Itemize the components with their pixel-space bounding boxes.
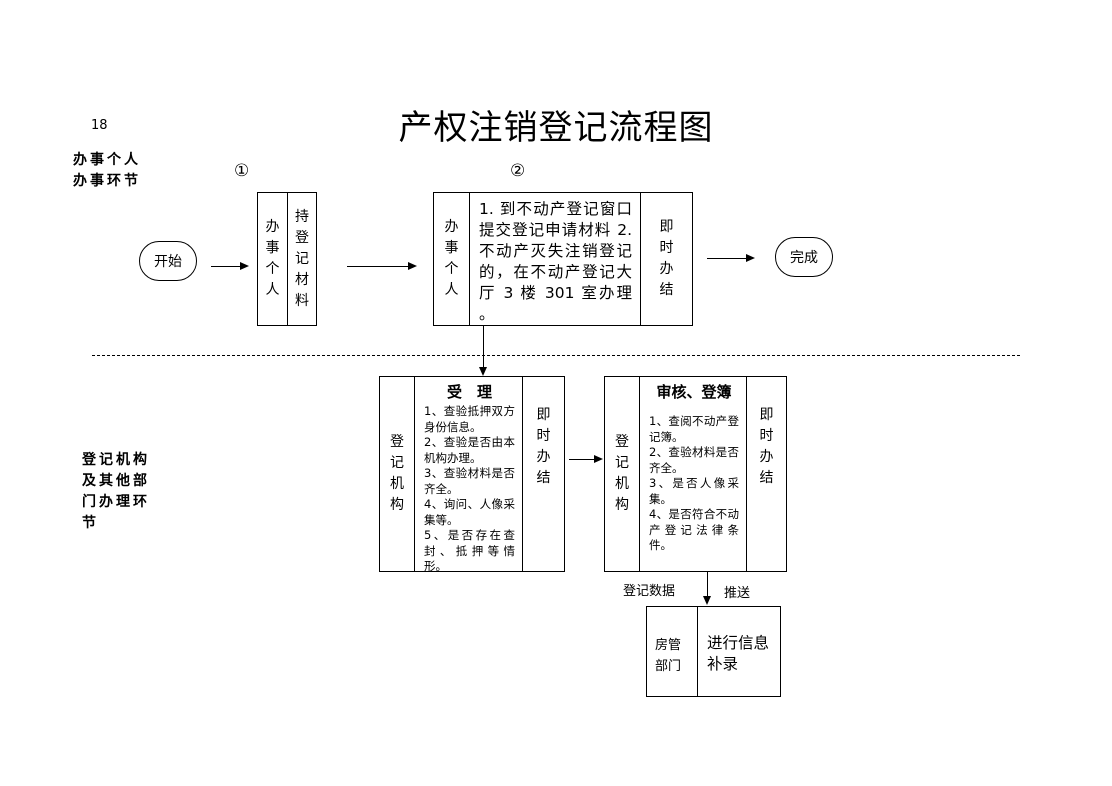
housing-dept: 房管部门 [655,638,682,674]
housing-action-col: 进行信息补录 [697,607,780,696]
arrowhead [746,254,755,262]
arrowhead [408,262,417,270]
box2-actor-col: 办事个人 [434,193,469,325]
accept-actor: 登记机构 [389,434,404,513]
housing-action: 进行信息补录 [707,634,770,673]
box1-action: 持登记材料 [294,208,309,309]
accept-actor-col: 登记机构 [380,377,414,571]
accept-timing-col: 即时办结 [522,377,564,571]
box1-actor-col: 办事个人 [258,193,287,325]
accept-item: 3、查验材料是否齐全。 [424,466,515,496]
arrow-box2-to-accept [483,326,484,368]
box-submit-materials: 办事个人 持登记材料 [257,192,317,326]
page-title: 产权注销登记流程图 [398,108,714,148]
box1-action-col: 持登记材料 [287,193,316,325]
housing-dept-col: 房管部门 [647,607,697,696]
start-node: 开始 [139,241,197,281]
arrowhead [703,596,711,605]
accept-item: 4、询问、人像采集等。 [424,497,515,527]
arrow-box2-to-end [707,258,747,259]
box-housing-dept: 房管部门 进行信息补录 [646,606,781,697]
review-timing-col: 即时办结 [746,377,786,571]
box2-actor: 办事个人 [444,219,459,298]
review-item: 1、查阅不动产登记簿。 [649,414,739,444]
edge-label-data: 登记数据 [623,584,676,599]
arrow-start-to-box1 [211,266,242,267]
box-review: 登记机构 审核、登簿 1、查阅不动产登记簿。 2、查验材料是否齐全。 3、是否人… [604,376,787,572]
arrowhead [240,262,249,270]
review-timing: 即时办结 [759,407,774,486]
arrowhead [594,455,603,463]
end-node: 完成 [775,237,833,277]
arrow-review-to-housing [707,572,708,597]
review-heading: 审核、登簿 [656,383,732,401]
arrow-box1-to-box2 [347,266,409,267]
box2-content-col: 1. 到不动产登记窗口提交登记申请材料 2. 不动产灭失注销登记的，在不动产登记… [469,193,640,325]
page-number: 18 [91,118,108,133]
review-item: 2、查验材料是否齐全。 [649,445,739,475]
review-detail-col: 审核、登簿 1、查阅不动产登记簿。 2、查验材料是否齐全。 3、是否人像采集。 … [639,377,746,571]
accept-detail-col: 受 理 1、查验抵押双方身份信息。 2、查验是否由本机构办理。 3、查验材料是否… [414,377,522,573]
box2-content: 1. 到不动产登记窗口提交登记申请材料 2. 不动产灭失注销登记的，在不动产登记… [479,200,632,323]
accept-item: 1、查验抵押双方身份信息。 [424,404,515,434]
accept-item: 2、查验是否由本机构办理。 [424,435,515,465]
step-marker-1: ① [234,161,250,181]
review-actor-col: 登记机构 [605,377,639,571]
box-accept: 登记机构 受 理 1、查验抵押双方身份信息。 2、查验是否由本机构办理。 3、查… [379,376,565,573]
box-application: 办事个人 1. 到不动产登记窗口提交登记申请材料 2. 不动产灭失注销登记的，在… [433,192,693,326]
edge-label-push: 推送 [724,586,751,601]
accept-timing: 即时办结 [536,407,551,486]
box2-timing: 即时办结 [659,219,674,298]
section-label-applicant: 办事个人办事环节 [73,152,141,189]
review-item: 4、是否符合不动产登记法律条件。 [649,507,739,552]
review-item: 3、是否人像采集。 [649,476,739,506]
box1-actor: 办事个人 [265,219,280,298]
arrow-accept-to-review [569,459,595,460]
box2-timing-col: 即时办结 [640,193,692,325]
section-label-agency: 登记机构及其他部门办理环节 [82,452,150,531]
review-actor: 登记机构 [614,434,629,513]
arrowhead [479,367,487,376]
accept-heading: 受 理 [446,383,492,401]
section-divider [92,355,1020,356]
step-marker-2: ② [510,161,526,181]
accept-item: 5、是否存在查封、抵押等情形。 [424,528,515,573]
